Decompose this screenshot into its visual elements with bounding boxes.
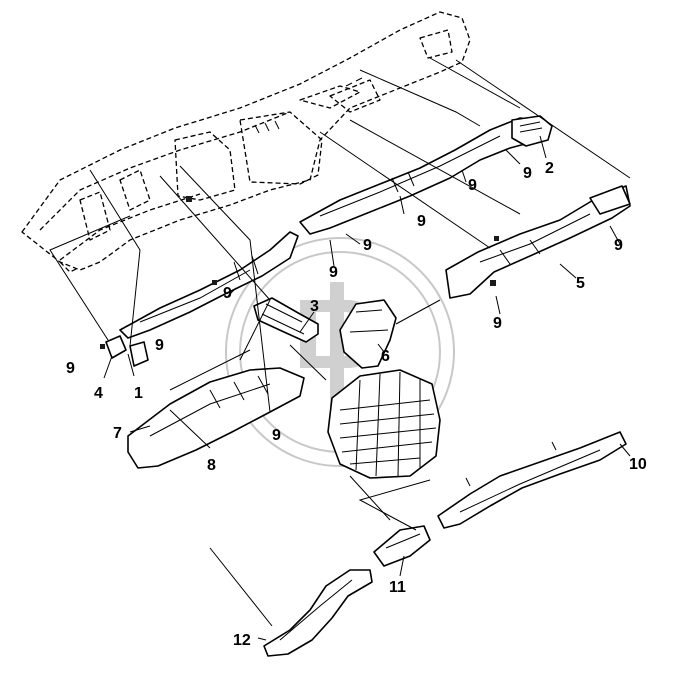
callout-9-center-low: 9 (329, 264, 338, 281)
callout-11: 11 (389, 579, 406, 596)
callout-12: 12 (233, 632, 251, 649)
callout-9-part5: 9 (493, 315, 502, 332)
clip-part-4 (105, 335, 127, 359)
bracket-part-6 (339, 299, 397, 369)
hvac-unit (327, 369, 441, 479)
dashboard-panel (21, 11, 471, 273)
clip-part-1 (129, 341, 149, 367)
callout-labels: 1 2 3 4 5 6 7 8 9 9 9 9 9 9 9 9 9 9 9 10… (66, 160, 647, 649)
callout-9-left-clip: 9 (155, 337, 164, 354)
callout-5: 5 (576, 275, 585, 292)
main-air-duct (119, 117, 551, 339)
callout-9-lower: 9 (272, 427, 281, 444)
duct-part-5 (445, 185, 631, 299)
callout-8: 8 (207, 457, 216, 474)
leader-lines (49, 57, 631, 641)
connector-part-11 (373, 525, 431, 567)
callout-9-duct-mid: 9 (417, 213, 426, 230)
callout-9-left-duct: 9 (223, 285, 232, 302)
callout-9-duct-upper: 9 (468, 177, 477, 194)
duct-part-7 (127, 367, 305, 469)
fastener-marks (100, 196, 499, 349)
floor-duct-part-10 (437, 431, 627, 529)
callout-4: 4 (94, 385, 103, 402)
callout-3: 3 (310, 298, 319, 315)
bracket-part-3 (253, 297, 319, 343)
callout-9-far-right: 9 (614, 237, 623, 254)
callout-10: 10 (629, 456, 647, 473)
rear-duct-part-12 (263, 569, 373, 657)
callout-9-center: 9 (363, 237, 372, 254)
callout-7: 7 (113, 425, 122, 442)
callout-1: 1 (134, 385, 143, 402)
callout-9-far-left: 9 (66, 360, 75, 377)
vent-part-2 (511, 115, 553, 147)
callout-2: 2 (545, 160, 554, 177)
callout-6: 6 (381, 348, 390, 365)
callout-9-top-right: 9 (523, 165, 532, 182)
